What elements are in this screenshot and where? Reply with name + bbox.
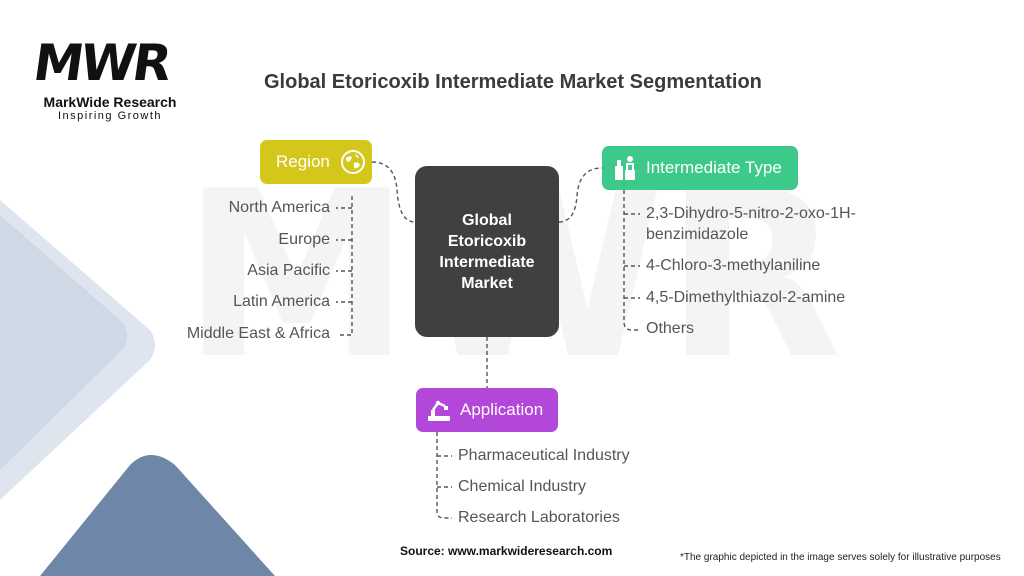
brand-tagline: Inspiring Growth xyxy=(57,110,163,122)
center-label-line: Etoricoxib xyxy=(447,232,527,250)
globe-icon xyxy=(340,149,366,175)
decor-shape-mid xyxy=(0,215,128,470)
intermediate-type-item: 2,3-Dihydro-5-nitro-2-oxo-1H- xyxy=(646,205,856,222)
region-item: Latin America xyxy=(233,293,330,310)
chemistry-lab-icon xyxy=(612,154,638,182)
connector-lines xyxy=(336,161,640,519)
intermediate-type-category: Intermediate Type xyxy=(602,146,798,190)
brand-name: MarkWide Research xyxy=(43,94,177,110)
disclaimer-text: *The graphic depicted in the image serve… xyxy=(680,552,1001,563)
region-label: Region xyxy=(276,152,330,171)
region-item: Asia Pacific xyxy=(247,262,330,279)
diagram-title: Global Etoricoxib Intermediate Market Se… xyxy=(264,71,762,93)
region-item: Europe xyxy=(278,231,330,248)
region-item: Middle East & Africa xyxy=(186,325,330,342)
application-item: Chemical Industry xyxy=(458,478,587,495)
intermediate-type-item: 4-Chloro-3-methylaniline xyxy=(646,257,821,274)
application-category: Application xyxy=(416,388,558,432)
robot-arm-icon xyxy=(426,397,452,423)
decor-shape-dark xyxy=(40,455,275,576)
center-label-line: Global xyxy=(462,211,512,229)
brand-logo: MWR xyxy=(29,34,173,92)
application-item: Pharmaceutical Industry xyxy=(458,447,630,464)
intermediate-type-item: Others xyxy=(646,320,695,337)
center-label: Global Etoricoxib Intermediate Market xyxy=(432,210,542,294)
region-category: Region xyxy=(260,140,372,184)
center-label-line: Market xyxy=(461,274,513,292)
intermediate-type-label: Intermediate Type xyxy=(646,158,782,177)
region-item: North America xyxy=(228,199,330,216)
application-item: Research Laboratories xyxy=(458,509,620,526)
center-node: Global Etoricoxib Intermediate Market xyxy=(415,166,559,337)
source-text: Source: www.markwideresearch.com xyxy=(400,544,613,558)
intermediate-type-item: 4,5-Dimethylthiazol-2-amine xyxy=(646,289,846,306)
center-label-line: Intermediate xyxy=(439,253,535,271)
intermediate-type-item: benzimidazole xyxy=(646,226,749,243)
application-label: Application xyxy=(460,400,544,419)
